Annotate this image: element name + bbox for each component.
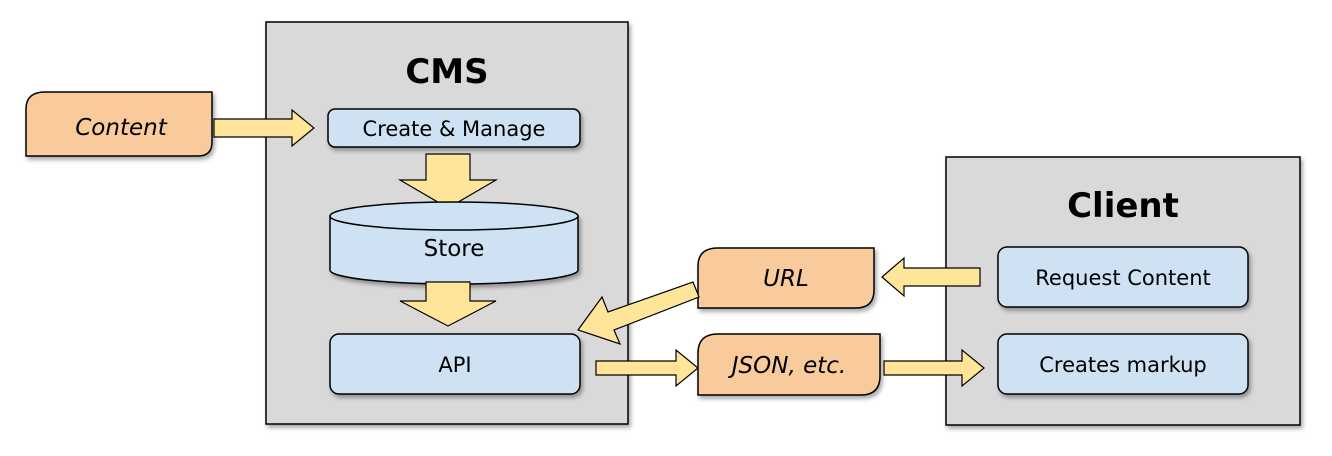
store-database: Store: [329, 201, 579, 285]
cms-title: CMS: [405, 52, 488, 92]
url-tag: URL: [697, 247, 875, 309]
arrow-content-to-create: [213, 108, 315, 148]
json-label: JSON, etc.: [728, 353, 846, 379]
request-content-label: Request Content: [1035, 266, 1211, 290]
create-manage-label: Create & Manage: [363, 117, 546, 141]
api-box: API: [329, 333, 581, 395]
api-label: API: [438, 353, 471, 377]
request-content-box: Request Content: [997, 246, 1249, 308]
content-label: Content: [75, 115, 167, 141]
creates-markup-box: Creates markup: [997, 333, 1249, 395]
url-label: URL: [763, 266, 809, 292]
client-title: Client: [1067, 186, 1179, 226]
arrow-json-to-markup: [883, 348, 985, 388]
arrow-request-to-url: [881, 256, 981, 298]
arrow-url-to-api: [577, 281, 700, 345]
arrow-api-to-json: [595, 348, 699, 388]
store-label: Store: [424, 236, 485, 262]
create-manage-box: Create & Manage: [327, 108, 581, 148]
content-tag: Content: [25, 91, 213, 157]
arrow-create-to-store: [397, 153, 499, 209]
arrow-store-to-api: [399, 281, 497, 327]
json-tag: JSON, etc.: [697, 333, 881, 396]
creates-markup-label: Creates markup: [1039, 353, 1207, 377]
